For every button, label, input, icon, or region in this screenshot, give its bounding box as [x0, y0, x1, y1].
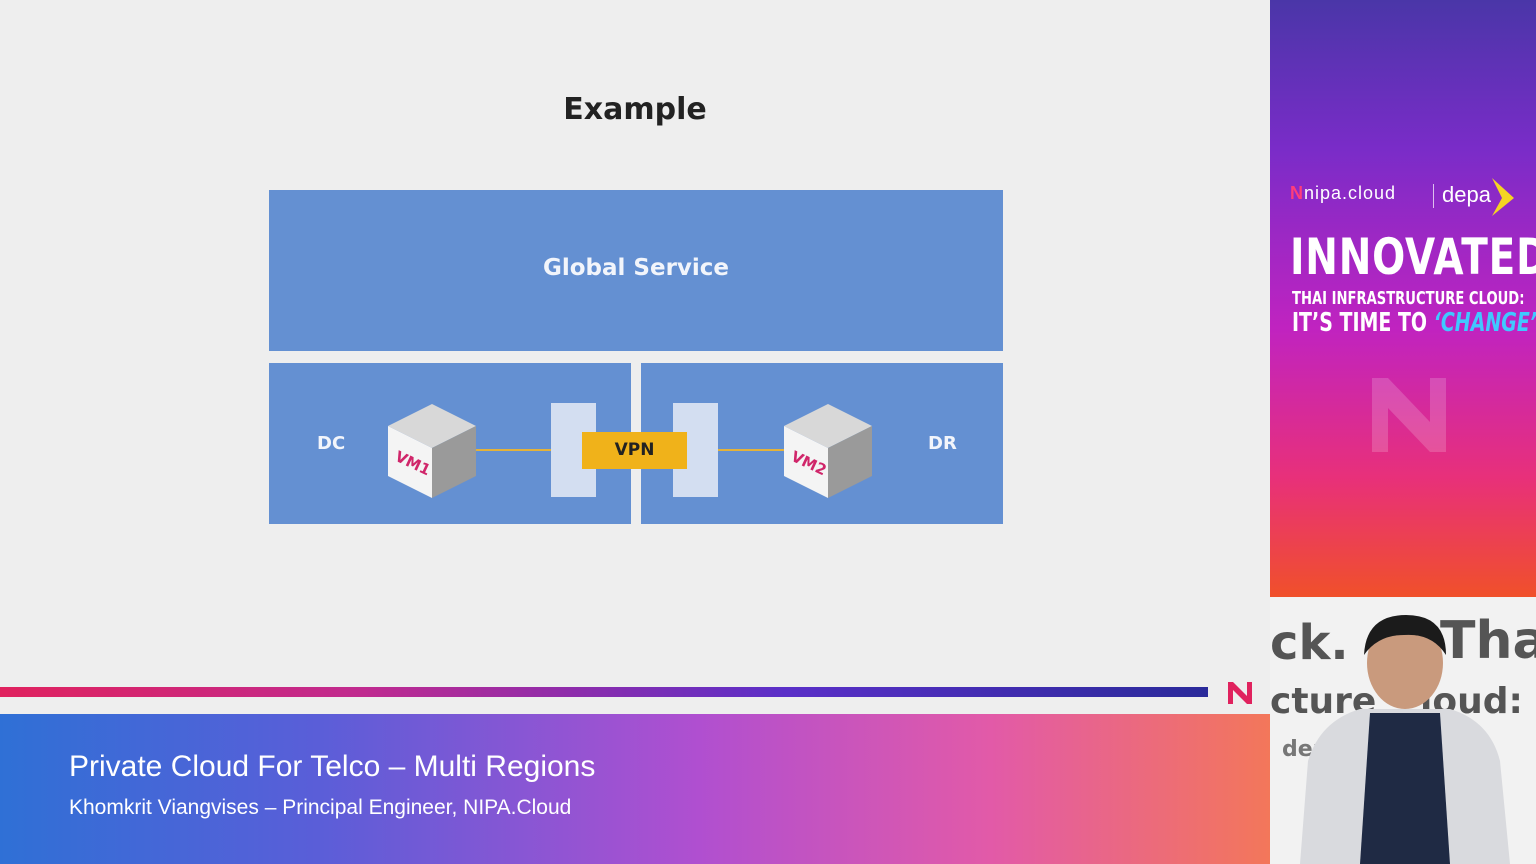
brand-separator [1433, 184, 1434, 208]
vpn-label: VPN [582, 432, 687, 469]
slide-divider-bar [0, 687, 1208, 697]
event-sidebar: Nnipa.cloud depa INNOVATED THAI INFRASTR… [1270, 0, 1536, 597]
vm2-connection-line [718, 449, 788, 451]
lower-third-banner [0, 714, 1270, 864]
depa-brand: depa [1442, 182, 1491, 207]
change-highlight: ‘CHANGE’ [1433, 308, 1536, 338]
nipa-cloud-brand: Nnipa.cloud [1290, 183, 1397, 203]
global-service-box: Global Service [269, 190, 1003, 351]
speaker-silhouette [1300, 615, 1510, 864]
speaker-video: ck. Thai cture loud: It der [1270, 597, 1536, 864]
slide-title: Example [563, 92, 707, 127]
event-headline: INNOVATED [1290, 228, 1536, 286]
vm1-connection-line [476, 449, 552, 451]
event-subtitle-2: IT’S TIME TO ‘CHANGE’ [1292, 308, 1536, 338]
large-n-watermark-icon [1372, 378, 1446, 452]
event-subtitle-1: THAI INFRASTRUCTURE CLOUD: [1292, 288, 1525, 309]
nipa-n-icon: N [1290, 183, 1304, 203]
dc-label: DC [317, 433, 346, 454]
dr-label: DR [928, 433, 957, 454]
nipa-logo-icon [1228, 682, 1252, 704]
backdrop-text-2: Thai [1440, 611, 1536, 671]
talk-title: Private Cloud For Telco – Multi Regions [69, 750, 596, 783]
global-service-label: Global Service [542, 255, 730, 281]
speaker-name: Khomkrit Viangvises – Principal Engineer… [69, 796, 572, 819]
vm1-cube-icon: VM1 [388, 404, 476, 498]
backdrop-text-1: ck. [1270, 615, 1349, 671]
depa-arrow-icon [1492, 178, 1514, 216]
vm2-cube-icon: VM2 [784, 404, 872, 498]
